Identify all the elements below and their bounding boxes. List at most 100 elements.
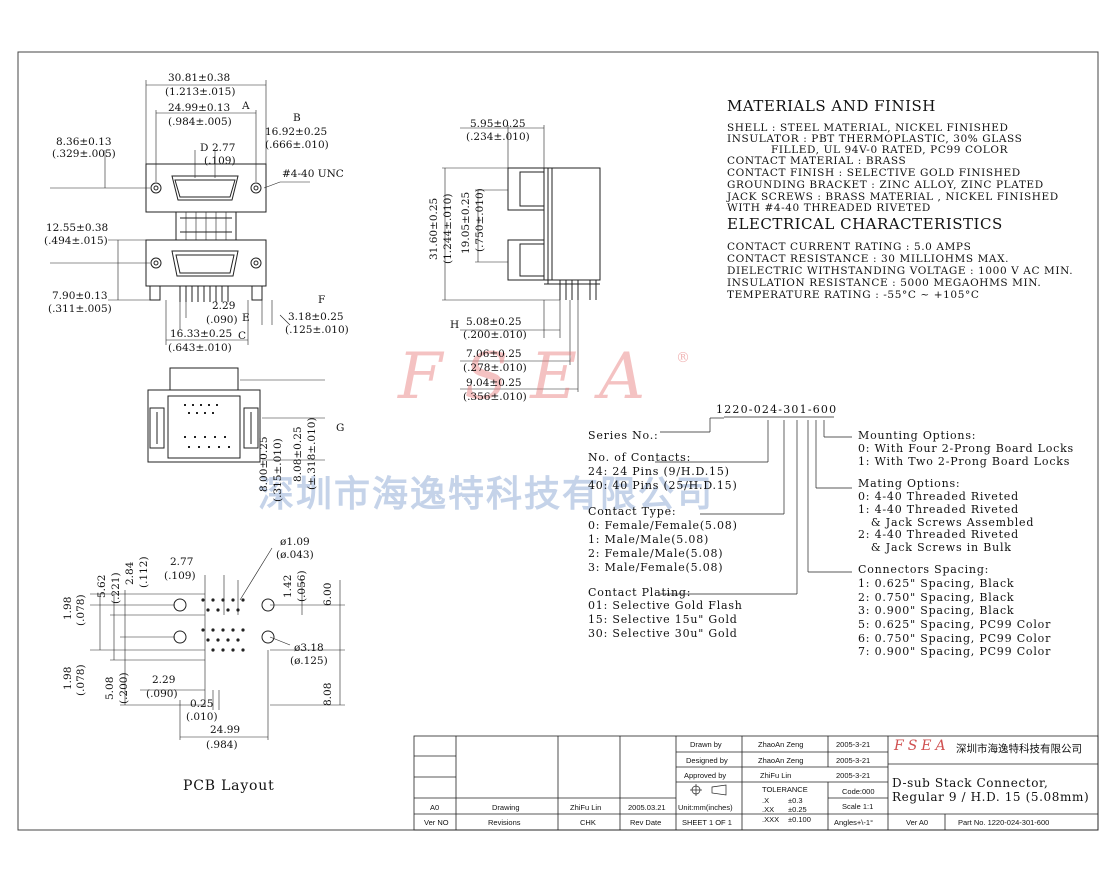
side-view <box>442 125 601 392</box>
dim-label: 8.08±0.25 <box>292 426 304 482</box>
part-number-code: 1220-024-301-600 <box>716 403 838 416</box>
mating-option: & Jack Screws Assembled <box>858 516 1035 529</box>
pcb-title: PCB Layout <box>183 778 275 794</box>
contact-type-option: 1: Male/Male(5.08) <box>588 533 710 546</box>
bottom-view <box>147 367 325 463</box>
contact-type-option: 0: Female/Female(5.08) <box>588 519 738 532</box>
spacing-option: 2: 0.750" Spacing, Black <box>858 591 1015 604</box>
callout-label: G <box>336 422 345 434</box>
electrical-line: TEMPERATURE RATING : -55°C ~ +105°C <box>727 289 980 301</box>
plating-option: 01: Selective Gold Flash <box>588 599 743 612</box>
pcb-dim-label: ø3.18 <box>294 642 324 654</box>
drawing-title-line1: D-sub Stack Connector, <box>892 776 1049 790</box>
materials-line: GROUNDING BRACKET : ZINC ALLOY, ZINC PLA… <box>727 179 1044 191</box>
dim-label: 3.18±0.25 <box>288 311 344 323</box>
designed-by-name: ZhaoAn Zeng <box>758 756 804 765</box>
pcb-dim-label: (.078) <box>75 664 87 696</box>
electrical-line: CONTACT RESISTANCE : 30 MILLIOHMS MAX. <box>727 253 1010 265</box>
units-label: Unit:mm(inches) <box>678 803 733 812</box>
pcb-dim-label: 1.98 <box>62 666 74 690</box>
electrical-line: DIELECTRIC WITHSTANDING VOLTAGE : 1000 V… <box>727 265 1074 277</box>
mounting-option: 0: With Four 2-Prong Board Locks <box>858 442 1075 455</box>
title-block-company: 深圳市海逸特科技有限公司 <box>956 743 1082 755</box>
tolerance-x-value: ±0.3 <box>788 796 803 805</box>
callout-label: B <box>293 112 301 124</box>
spacing-option: 6: 0.750" Spacing, PC99 Color <box>858 632 1052 645</box>
contact-type-option: 2: Female/Male(5.08) <box>588 547 724 560</box>
series-label: Series No.: <box>588 429 659 442</box>
title-block-logo: FSEA <box>894 738 950 754</box>
callout-label: H <box>450 319 460 331</box>
electrical-line: CONTACT CURRENT RATING : 5.0 AMPS <box>727 241 972 253</box>
pcb-dim-label: (.010) <box>186 711 218 723</box>
materials-line: INSULATOR : PBT THERMOPLASTIC, 30% GLASS <box>727 133 1023 145</box>
title-block-grid <box>413 735 1099 831</box>
drawn-date: 2005-3-21 <box>836 740 871 749</box>
contact-type-option: 3: Male/Female(5.08) <box>588 561 724 574</box>
dim-label: (.234±.010) <box>466 131 530 143</box>
drawn-by-label: Drawn by <box>690 740 722 749</box>
drawing-title-line2: Regular 9 / H.D. 15 (5.08mm) <box>892 790 1090 804</box>
callout-label: E <box>242 312 250 324</box>
spacing-option: 3: 0.900" Spacing, Black <box>858 604 1015 617</box>
plating-option: 15: Selective 15u" Gold <box>588 613 738 626</box>
dim-label: 8.00±0.25 <box>258 436 270 492</box>
dim-label: 19.05±0.25 <box>460 191 472 254</box>
pcb-holes <box>201 598 245 652</box>
pcb-dim-label: (ø.043) <box>276 549 314 561</box>
mounting-title: Mounting Options: <box>858 429 977 442</box>
tolerance-xx: .XX <box>762 805 775 814</box>
dim-label: (.125±.010) <box>285 324 349 336</box>
dim-label: #4-40 UNC <box>282 168 344 180</box>
pcb-dim-label: 1.98 <box>62 596 74 620</box>
header-ver: Ver NO <box>424 818 449 827</box>
rev-description: Drawing <box>492 803 520 812</box>
spacing-title: Connectors Spacing: <box>858 563 990 576</box>
spacing-option: 7: 0.900" Spacing, PC99 Color <box>858 645 1052 658</box>
dim-label: (.200±.010) <box>463 329 527 341</box>
dim-label: 30.81±0.38 <box>168 72 231 84</box>
approved-by-name: ZhiFu Lin <box>760 771 792 780</box>
header-rev-date: Rev Date <box>630 818 662 827</box>
dim-label: 9.04±0.25 <box>466 377 522 389</box>
pcb-dim-label: (.109) <box>164 570 196 582</box>
tolerance-x: .X <box>762 796 770 805</box>
dim-label: (±.318±.010) <box>306 417 318 490</box>
pcb-dim-label: (.056) <box>296 570 308 602</box>
dim-label: 8.36±0.13 <box>56 136 112 148</box>
dim-label: (.278±.010) <box>463 362 527 374</box>
contacts-option: 40: 40 Pins (25/H.D.15) <box>588 479 738 492</box>
dim-label: (1.213±.015) <box>165 86 236 98</box>
contact-type-title: Contact Type: <box>588 505 677 518</box>
dim-label: (.750±.010) <box>474 188 486 252</box>
code-label: Code:000 <box>842 787 875 796</box>
pcb-dim-label: 2.29 <box>152 674 176 686</box>
watermark-logo: FSEA <box>398 340 668 414</box>
approved-date: 2005-3-21 <box>836 771 871 780</box>
pcb-dim-label: 24.99 <box>210 724 241 736</box>
callout-label: F <box>318 294 326 306</box>
tolerance-label: TOLERANCE <box>762 785 808 794</box>
designed-by-label: Designed by <box>686 756 728 765</box>
dim-label: 7.06±0.25 <box>466 348 522 360</box>
dim-label: (.494±.015) <box>44 235 108 247</box>
pcb-dim-label: (.984) <box>206 739 238 751</box>
pcb-dim-label: (.221) <box>110 572 122 604</box>
dim-label: (.315±.010) <box>272 438 284 502</box>
drawn-by-name: ZhaoAn Zeng <box>758 740 804 749</box>
header-chk: CHK <box>580 818 596 827</box>
dim-label: (1.244±.010) <box>442 193 454 264</box>
rev-checker: ZhiFu Lin <box>570 803 602 812</box>
header-revisions: Revisions <box>488 818 521 827</box>
plating-option: 30: Selective 30u" Gold <box>588 627 738 640</box>
mounting-option: 1: With Two 2-Prong Board Locks <box>858 455 1071 468</box>
materials-line: FILLED, UL 94V-0 RATED, PC99 COLOR <box>771 144 1009 156</box>
angles-label: Angles+\-1° <box>834 818 874 827</box>
dim-label: 7.90±0.13 <box>52 290 108 302</box>
dim-label: 12.55±0.38 <box>46 222 109 234</box>
pcb-dim-label: 5.62 <box>96 574 108 598</box>
dim-label: (.311±.005) <box>48 303 112 315</box>
dim-label: (.090) <box>206 314 238 326</box>
dim-label: 5.95±0.25 <box>470 118 526 130</box>
